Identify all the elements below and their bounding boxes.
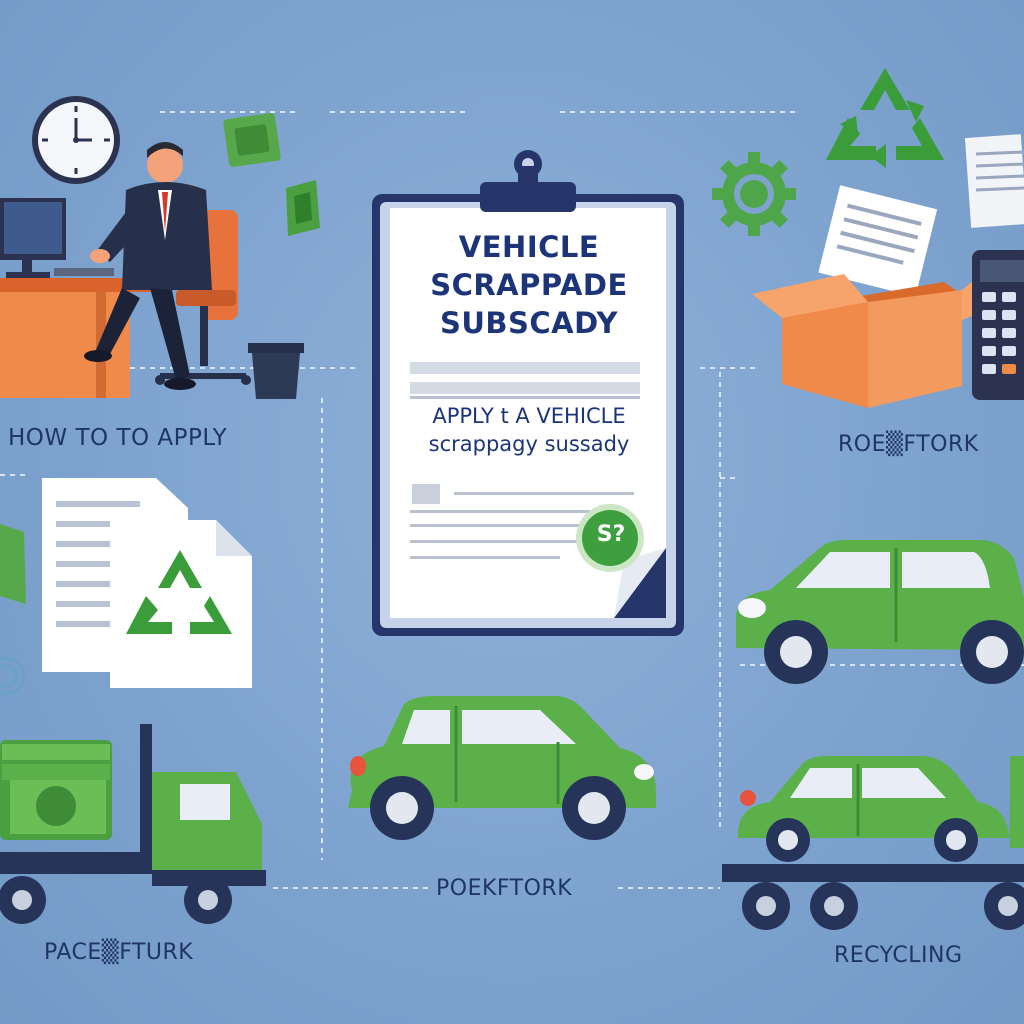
center-bottom-label: POEKFTORK bbox=[436, 876, 573, 901]
office-chair-icon bbox=[155, 210, 251, 385]
calculator-icon bbox=[972, 250, 1024, 400]
how-to-apply-label: HOW TO TO APPLY bbox=[8, 425, 228, 451]
seal-badge-icon bbox=[576, 504, 644, 572]
car-icon bbox=[736, 540, 1024, 684]
car-icon bbox=[348, 696, 656, 840]
clipboard-title: VEHICLE SCRAPPADE SUBSCADY bbox=[395, 228, 663, 342]
paper-icon bbox=[818, 185, 938, 297]
box-icon bbox=[752, 185, 992, 408]
trash-bin-icon bbox=[248, 343, 304, 399]
money-stack-icon bbox=[0, 740, 112, 840]
clipboard-subtitle: APPLY t A VEHICLE scrappagy sussady bbox=[395, 402, 663, 458]
money-icon bbox=[0, 524, 26, 604]
swirl-icon bbox=[0, 656, 26, 696]
money-icon bbox=[223, 113, 281, 167]
computer-monitor-icon bbox=[0, 198, 114, 278]
clock-icon bbox=[32, 96, 120, 184]
paper-icon bbox=[964, 134, 1024, 228]
money-icon bbox=[286, 180, 320, 236]
gear-icon bbox=[712, 152, 796, 236]
recycling-label: RECYCLING bbox=[834, 943, 963, 968]
clipboard-title-line: SCRAPPADE bbox=[430, 268, 628, 302]
clipboard-subtitle-line: scrappagy sussady bbox=[428, 432, 630, 456]
bottom-left-label: PACE▒FTURK bbox=[44, 940, 194, 965]
office-worker-icon bbox=[0, 142, 251, 398]
tow-truck-icon bbox=[722, 756, 1024, 930]
documents-icon bbox=[42, 478, 252, 688]
truck-icon bbox=[0, 724, 266, 924]
recycle-icon bbox=[826, 68, 944, 168]
clipboard-subtitle-line: APPLY t A VEHICLE bbox=[432, 404, 626, 428]
clipboard-title-line: VEHICLE bbox=[458, 230, 600, 264]
clipboard-title-line: SUBSCADY bbox=[439, 306, 619, 340]
top-right-label: ROE▒FTORK bbox=[838, 432, 979, 457]
desk-icon bbox=[0, 278, 168, 398]
seal-badge-text: S? bbox=[596, 522, 626, 547]
